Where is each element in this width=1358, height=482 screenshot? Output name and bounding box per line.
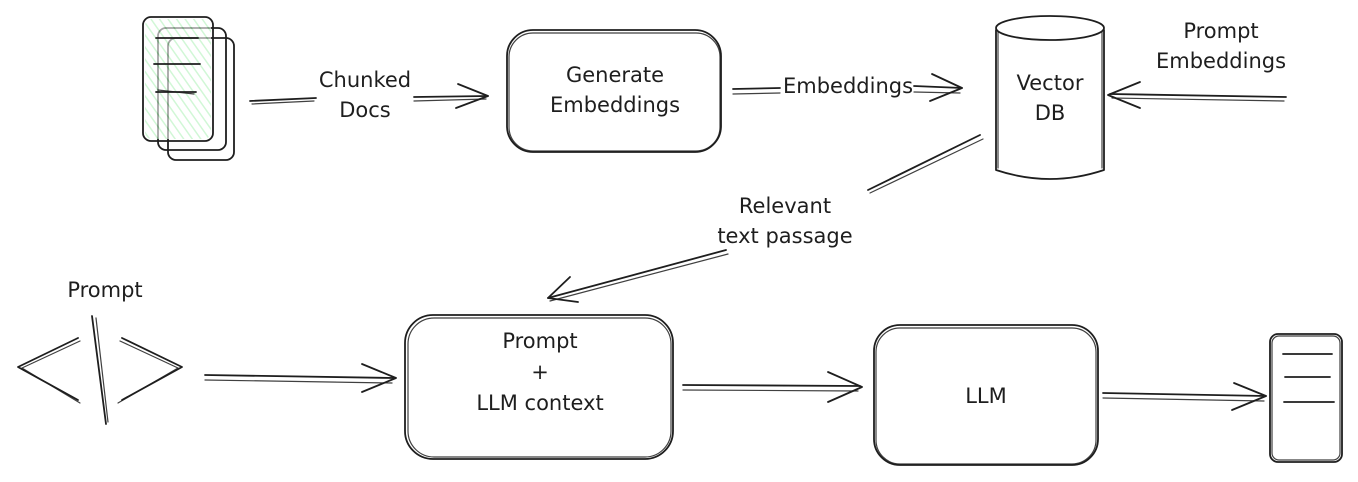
- label-relevant-line2: text passage: [717, 224, 853, 248]
- label-prompt-embeddings-line1: Prompt: [1183, 19, 1259, 43]
- arrow-prompt-embeddings-to-vectordb: [1107, 81, 1287, 109]
- arrow-vectordb-to-context: [547, 134, 984, 303]
- label-prompt: Prompt: [50, 275, 160, 305]
- label-vector-db-line2: DB: [1034, 101, 1066, 125]
- label-chunked-docs: Chunked Docs: [300, 65, 430, 125]
- label-prompt-text: Prompt: [67, 278, 143, 302]
- label-embeddings-text: Embeddings: [782, 74, 914, 98]
- document-stack-icon: [142, 16, 235, 161]
- arrow-embeddings-to-vectordb: [732, 73, 963, 102]
- label-relevant-text-passage: Relevant text passage: [700, 191, 870, 251]
- arrow-llm-to-output: [1102, 382, 1267, 411]
- label-prompt-embeddings: Prompt Embeddings: [1148, 16, 1294, 76]
- arrow-prompt-to-context: [204, 363, 397, 393]
- prompt-llm-context-box: [404, 314, 674, 460]
- label-context-line1: Prompt: [502, 329, 578, 353]
- label-relevant-line1: Relevant: [738, 194, 832, 218]
- label-chunked-docs-line2: Docs: [339, 98, 391, 122]
- label-generate-embeddings: Generate Embeddings: [512, 60, 718, 120]
- label-generate-embeddings-line1: Generate: [565, 63, 665, 87]
- arrow-context-to-llm: [682, 371, 863, 403]
- label-embeddings: Embeddings: [778, 71, 918, 101]
- label-llm: LLM: [900, 381, 1072, 411]
- label-context-plus: +: [531, 360, 549, 384]
- label-prompt-llm-context: Prompt + LLM context: [420, 326, 660, 419]
- label-vector-db-line1: Vector: [1016, 71, 1084, 95]
- label-llm-text: LLM: [965, 384, 1007, 408]
- code-brackets-icon: [17, 315, 183, 425]
- label-vector-db: Vector DB: [998, 68, 1102, 128]
- arrow-docs-to-embeddings: [249, 83, 489, 109]
- label-prompt-embeddings-line2: Embeddings: [1155, 49, 1287, 73]
- llm-box: [873, 324, 1099, 466]
- output-document-icon: [1269, 333, 1343, 463]
- label-chunked-docs-line1: Chunked: [318, 68, 412, 92]
- label-context-line3: LLM context: [476, 391, 604, 415]
- label-generate-embeddings-line2: Embeddings: [549, 93, 681, 117]
- generate-embeddings-box: [506, 29, 722, 153]
- cylinder-database-icon: [995, 15, 1105, 180]
